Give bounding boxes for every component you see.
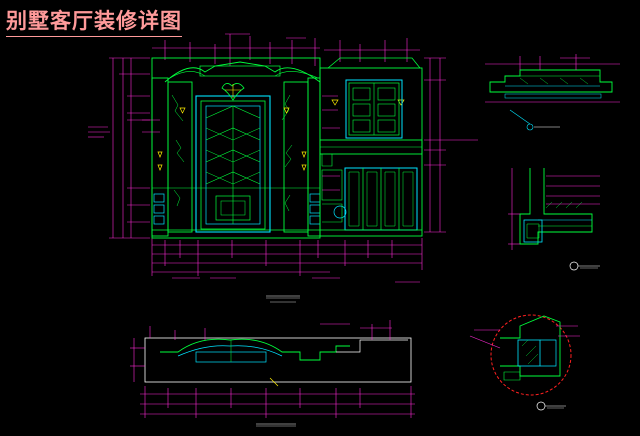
left-dimension-lines [88, 57, 150, 239]
main-elevation [88, 33, 478, 283]
elevation-caption [266, 295, 300, 303]
crest-ornament [221, 83, 245, 101]
middle-right-section [508, 168, 600, 271]
right-wall-panel [319, 57, 423, 237]
plan-section [130, 320, 415, 427]
drawing-title: 别墅客厅装修详图 [6, 5, 182, 37]
marble-veins [171, 94, 293, 212]
top-right-section [485, 54, 620, 131]
left-wall-panel [151, 57, 321, 239]
side-blocks [153, 193, 321, 225]
right-dimension-lines [424, 57, 478, 233]
circular-detail [469, 314, 580, 411]
central-doorway [195, 95, 271, 233]
top-dimension-lines [152, 33, 420, 66]
annotation-leaders [142, 95, 340, 191]
bottom-dimension-lines [151, 238, 423, 283]
